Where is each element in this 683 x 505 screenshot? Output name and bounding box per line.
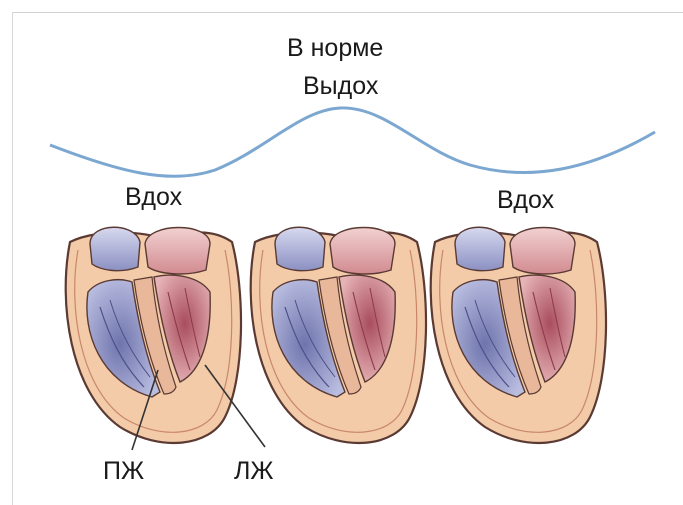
title-line-2: Выдох bbox=[303, 74, 378, 99]
inhale-label-left: Вдох bbox=[125, 185, 182, 210]
rv-label: ПЖ bbox=[103, 459, 144, 484]
heart-2 bbox=[251, 227, 426, 443]
lv-label: ЛЖ bbox=[234, 459, 274, 484]
title-line-1: В норме bbox=[287, 36, 383, 61]
heart-1 bbox=[66, 227, 241, 443]
respiration-wave bbox=[50, 108, 655, 176]
heart-3 bbox=[431, 227, 606, 443]
inhale-label-right: Вдох bbox=[497, 188, 554, 213]
